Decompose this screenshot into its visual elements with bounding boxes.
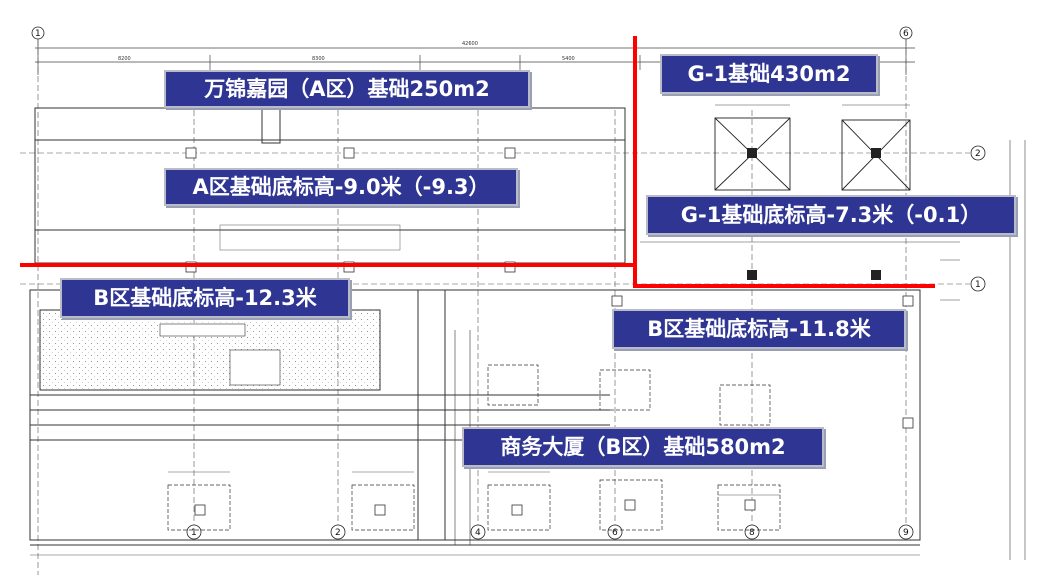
g1-columns <box>747 148 881 280</box>
svg-text:8200: 8200 <box>118 56 131 62</box>
b-zone-columns <box>194 295 914 516</box>
top-dimension-values: 8200 8300 42600 5400 <box>118 41 575 62</box>
axis-label-bottom-4: 4 <box>475 528 481 538</box>
b-zone-area-callout: 商务大厦（B区）基础580m2 <box>462 427 824 467</box>
b-zone-area-text: 商务大厦（B区）基础580m2 <box>500 434 786 459</box>
svg-text:5400: 5400 <box>562 56 575 62</box>
axis-label-right-2: 1 <box>975 280 981 290</box>
axis-label-bottom-6: 6 <box>612 528 618 538</box>
b-zone-hatched-area <box>39 309 381 391</box>
svg-text:42600: 42600 <box>462 41 478 47</box>
axis-bubbles <box>31 26 986 540</box>
a-zone-elevation-callout: A区基础底标高-9.0米（-9.3） <box>164 168 518 206</box>
g1-area-callout: G-1基础430m2 <box>660 54 878 94</box>
axis-label-bottom-1: 1 <box>191 528 197 538</box>
b-zone-right-elevation-callout: B区基础底标高-11.8米 <box>612 309 906 349</box>
svg-text:8300: 8300 <box>312 56 325 62</box>
a-zone-note <box>219 224 401 251</box>
a-zone-area-callout: 万锦嘉园（A区）基础250m2 <box>164 70 530 108</box>
a-zone-area-text: 万锦嘉园（A区）基础250m2 <box>204 76 490 101</box>
zone-boundary-lines <box>20 36 935 288</box>
axis-label-bottom-8: 8 <box>749 528 755 538</box>
g1-elevation-text: G-1基础底标高-7.3米（-0.1） <box>680 202 982 227</box>
axis-label-top-left: 1 <box>35 29 41 39</box>
axis-label-bottom-9: 9 <box>903 528 909 538</box>
axis-bubble-labels: 1 6 2 1 1 2 4 6 8 9 <box>35 29 981 538</box>
a-zone-columns <box>185 147 516 273</box>
b-zone-right-elevation-text: B区基础底标高-11.8米 <box>647 316 871 341</box>
b-zone-left-elevation-callout: B区基础底标高-12.3米 <box>60 278 350 318</box>
axis-label-top-right: 6 <box>903 29 909 39</box>
b-zone-dimension-lines <box>30 471 920 556</box>
g1-elevation-callout: G-1基础底标高-7.3米（-0.1） <box>646 195 1016 235</box>
axis-label-right-1: 2 <box>975 149 981 159</box>
axis-label-bottom-2: 2 <box>335 528 341 538</box>
g1-area-text: G-1基础430m2 <box>687 61 851 86</box>
g1-dimension-lines <box>640 104 960 243</box>
b-zone-pile-caps <box>167 364 781 531</box>
a-zone-elevation-text: A区基础底标高-9.0米（-9.3） <box>192 174 490 199</box>
b-zone-left-elevation-text: B区基础底标高-12.3米 <box>93 285 317 310</box>
